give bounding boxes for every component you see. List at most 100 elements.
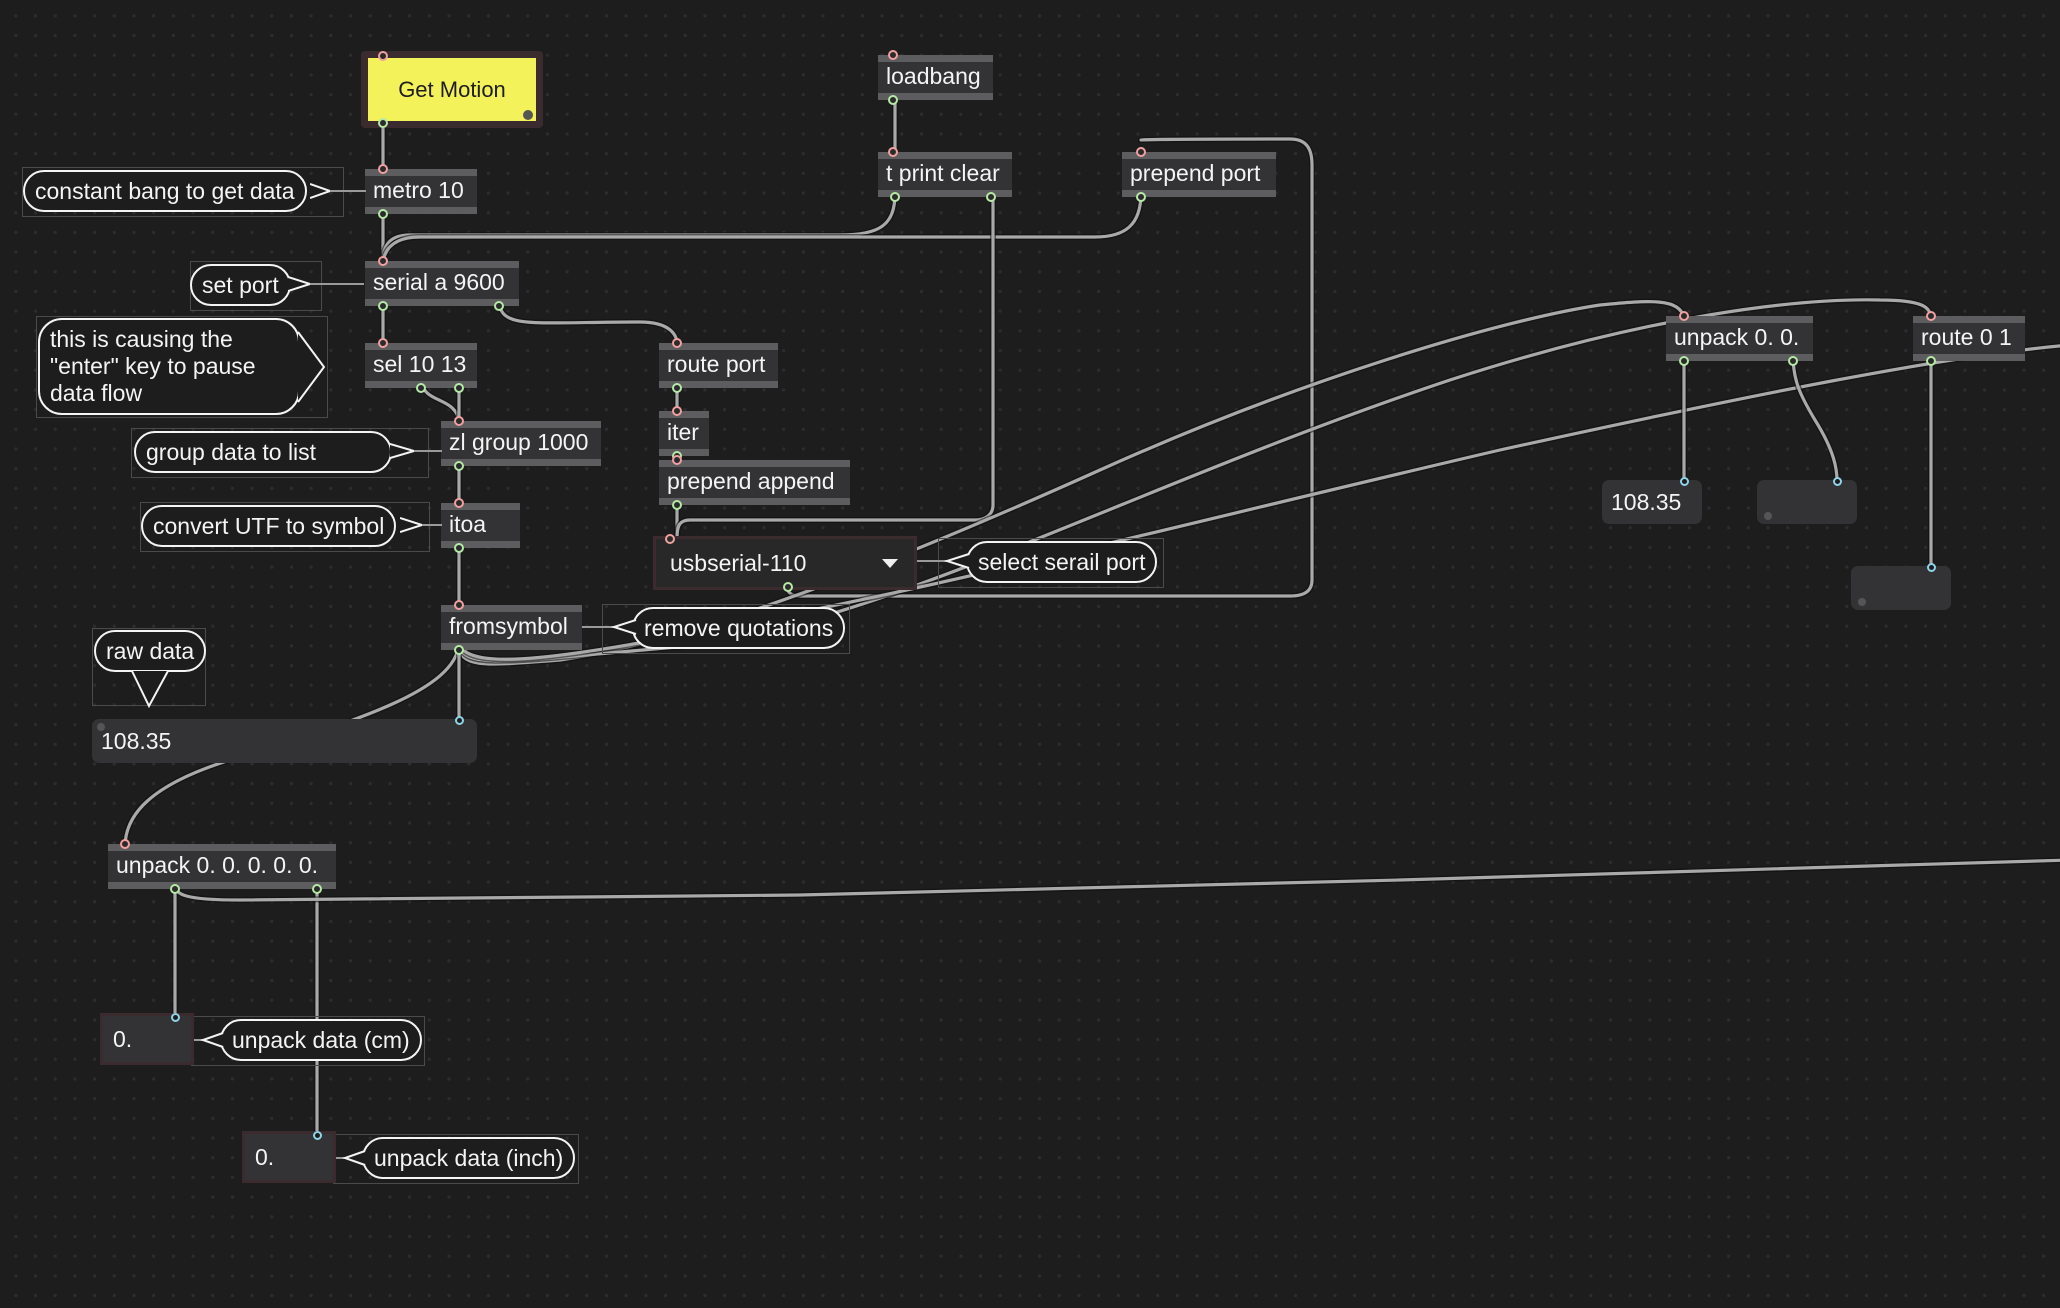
outlet-port[interactable] <box>378 209 388 219</box>
inlet-port[interactable] <box>378 256 388 266</box>
object-label: iter <box>667 419 699 445</box>
route-port-object[interactable]: route port <box>659 338 778 393</box>
comment-remove-quotations: remove quotations <box>632 607 846 649</box>
get-motion-button[interactable]: Get Motion <box>368 58 536 121</box>
zl-group-object[interactable]: zl group 1000 <box>441 416 601 471</box>
outlet-port[interactable] <box>890 192 900 202</box>
object-label: unpack 0. 0. 0. 0. 0. <box>116 852 319 878</box>
object-label: sel 10 13 <box>373 351 467 377</box>
outlet-port[interactable] <box>454 383 464 393</box>
comment-constant-bang: constant bang to get data <box>23 170 307 212</box>
inlet-port[interactable] <box>1136 147 1146 157</box>
raw-data-message[interactable]: 108.35 <box>92 719 477 763</box>
outlet-port[interactable] <box>312 884 322 894</box>
outlet-port[interactable] <box>416 383 426 393</box>
inch-float-box[interactable]: 0. <box>242 1131 336 1183</box>
object-label: zl group 1000 <box>449 429 589 455</box>
comment-pointer <box>917 553 970 569</box>
inlet-port[interactable] <box>378 164 388 174</box>
outlet-port[interactable] <box>1679 356 1689 366</box>
outlet-port[interactable] <box>494 301 504 311</box>
inlet-port[interactable] <box>672 406 682 416</box>
prepend-port-object[interactable]: prepend port <box>1122 147 1276 202</box>
patch-cord-shadow <box>380 190 1144 265</box>
itoa-object[interactable]: itoa <box>441 498 520 553</box>
get-motion-button-frame: Get Motion <box>361 51 543 128</box>
patch-cord[interactable] <box>173 858 2060 902</box>
object-label: loadbang <box>886 63 981 89</box>
serial-object[interactable]: serial a 9600 <box>365 256 519 311</box>
comment-enter-key: this is causing the "enter" key to pause… <box>38 318 300 415</box>
comment-pointer <box>131 670 169 708</box>
outlet-port[interactable] <box>1136 192 1146 202</box>
raw-data-value: 108.35 <box>101 728 172 754</box>
comment-unpack-cm: unpack data (cm) <box>220 1019 422 1061</box>
inlet-marker <box>1927 563 1936 572</box>
inlet-port[interactable] <box>665 534 675 544</box>
cm-value: 0. <box>113 1026 133 1052</box>
comment-frame <box>602 604 850 654</box>
inlet-port[interactable] <box>378 338 388 348</box>
unpack-first-value: 108.35 <box>1611 489 1682 515</box>
comment-raw-data: raw data <box>94 630 207 672</box>
outlet-port[interactable] <box>378 301 388 311</box>
metro-object[interactable]: metro 10 <box>365 164 477 219</box>
cm-float-box[interactable]: 0. <box>100 1013 194 1065</box>
patch-cord-shadow <box>172 857 2060 904</box>
object-label: serial a 9600 <box>373 269 505 295</box>
outlet-port[interactable] <box>454 543 464 553</box>
inlet-port[interactable] <box>888 147 898 157</box>
inlet-port[interactable] <box>888 50 898 60</box>
patch-cord[interactable] <box>497 297 679 346</box>
outlet-port[interactable] <box>378 118 388 128</box>
object-label: prepend port <box>1130 160 1261 186</box>
inlet-port[interactable] <box>454 498 464 508</box>
comment-group-data: group data to list <box>134 431 392 473</box>
comment-set-port: set port <box>190 264 291 306</box>
outlet-port[interactable] <box>1926 356 1936 366</box>
unpack-six-object[interactable]: unpack 0. 0. 0. 0. 0. <box>108 839 336 894</box>
outlet-port[interactable] <box>454 461 464 471</box>
outlet-dot <box>523 110 533 120</box>
loadbang-object[interactable]: loadbang <box>878 50 993 105</box>
outlet-port[interactable] <box>170 884 180 894</box>
patch-cord[interactable] <box>1791 353 1839 483</box>
unpack-second-value-box[interactable] <box>1757 480 1857 524</box>
unpack-pair-object[interactable]: unpack 0. 0. <box>1666 311 1813 366</box>
outlet-port[interactable] <box>986 192 996 202</box>
comment-select-port: select serail port <box>966 541 1158 583</box>
patch-cord-shadow <box>784 135 1315 599</box>
serial-port-menu-value: usbserial-110 <box>670 550 807 576</box>
comment-pointer <box>400 517 442 533</box>
outlet-port[interactable] <box>454 645 464 655</box>
inlet-port[interactable] <box>454 416 464 426</box>
iter-object[interactable]: iter <box>659 406 709 461</box>
serial-port-menu[interactable]: usbserial-110 <box>653 534 917 592</box>
patch-cord[interactable] <box>381 191 1143 264</box>
chevron-down-icon[interactable] <box>882 559 898 568</box>
inlet-port[interactable] <box>1679 311 1689 321</box>
outlet-port[interactable] <box>672 383 682 393</box>
route-output-box[interactable] <box>1851 566 1951 610</box>
inlet-marker <box>1680 477 1689 486</box>
patch-cord[interactable] <box>785 137 1314 598</box>
inlet-port[interactable] <box>672 338 682 348</box>
route-0-1-object[interactable]: route 0 1 <box>1913 311 2025 366</box>
outlet-port[interactable] <box>888 95 898 105</box>
inlet-port[interactable] <box>672 455 682 465</box>
fromsymbol-object[interactable]: fromsymbol <box>441 600 582 655</box>
prepend-append-object[interactable]: prepend append <box>659 455 850 510</box>
outlet-port[interactable] <box>672 500 682 510</box>
inlet-port[interactable] <box>1926 311 1936 321</box>
sel-object[interactable]: sel 10 13 <box>365 338 477 393</box>
unpack-first-value-box[interactable]: 108.35 <box>1602 480 1702 524</box>
inlet-port[interactable] <box>120 839 130 849</box>
comment-pointer <box>191 1032 224 1048</box>
inlet-port[interactable] <box>454 600 464 610</box>
t-print-clear-object[interactable]: t print clear <box>878 147 1012 202</box>
inlet-marker <box>1833 477 1842 486</box>
inlet-port[interactable] <box>378 51 388 61</box>
outlet-port[interactable] <box>1788 356 1798 366</box>
outlet-port[interactable] <box>783 582 793 592</box>
